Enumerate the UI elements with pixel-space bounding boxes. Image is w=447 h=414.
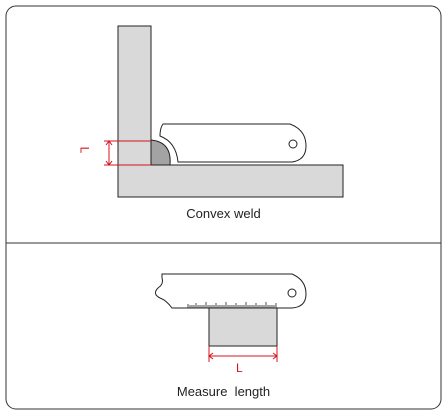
horizontal-plate <box>117 164 344 198</box>
bottom-panel-caption: Measure length <box>176 384 271 399</box>
weld-sample-block <box>208 305 278 347</box>
ruler-scale <box>187 302 279 309</box>
gauge-hole-icon <box>288 139 298 149</box>
convex-weld-bead <box>150 139 171 166</box>
top-dimension-label: L <box>77 146 92 154</box>
top-panel-illustration <box>104 25 344 198</box>
bottom-dimension-marker <box>208 346 278 362</box>
top-panel-caption: Convex weld <box>186 206 261 221</box>
vertical-plate <box>117 25 152 168</box>
gauge-blade-bottom <box>154 273 307 309</box>
gauge-hole-icon-bottom <box>287 288 297 298</box>
gauge-blade <box>159 123 307 163</box>
bottom-panel-illustration <box>154 273 307 362</box>
top-dimension-marker <box>104 140 151 166</box>
outer-frame <box>5 5 442 410</box>
bottom-dimension-label: L <box>236 361 243 375</box>
